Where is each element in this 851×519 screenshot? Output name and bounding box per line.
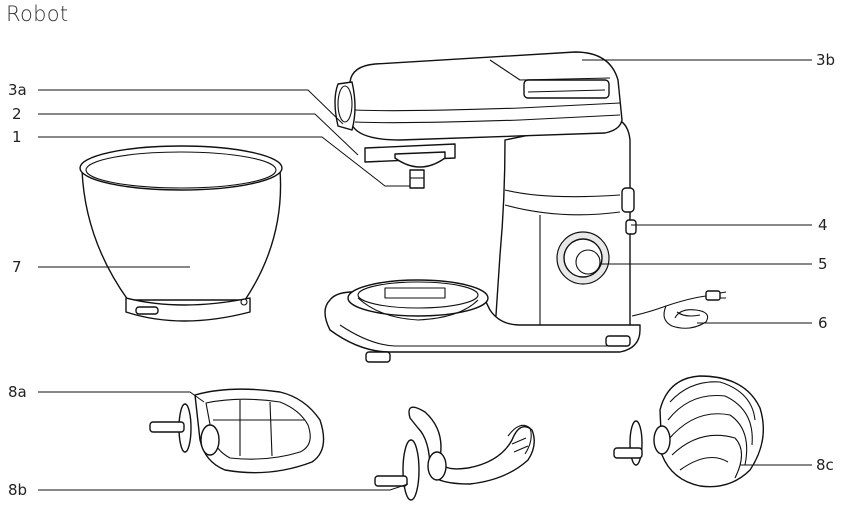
label-2: 2 — [12, 105, 22, 123]
label-3b: 3b — [816, 51, 835, 69]
label-7: 7 — [12, 258, 22, 276]
label-3a: 3a — [8, 81, 27, 99]
label-6: 6 — [818, 314, 828, 332]
label-8c: 8c — [816, 456, 834, 474]
label-1: 1 — [12, 128, 22, 146]
label-4: 4 — [818, 216, 828, 234]
balloon-whisk — [613, 375, 765, 488]
label-8b: 8b — [8, 481, 27, 499]
diagram-title: Robot — [6, 2, 69, 26]
dough-hook — [374, 406, 535, 501]
flat-beater — [149, 388, 325, 474]
stand-mixer — [324, 51, 727, 363]
label-8a: 8a — [8, 383, 27, 401]
mixing-bowl — [79, 145, 283, 322]
label-5: 5 — [818, 255, 828, 273]
leader-lines — [38, 59, 812, 491]
